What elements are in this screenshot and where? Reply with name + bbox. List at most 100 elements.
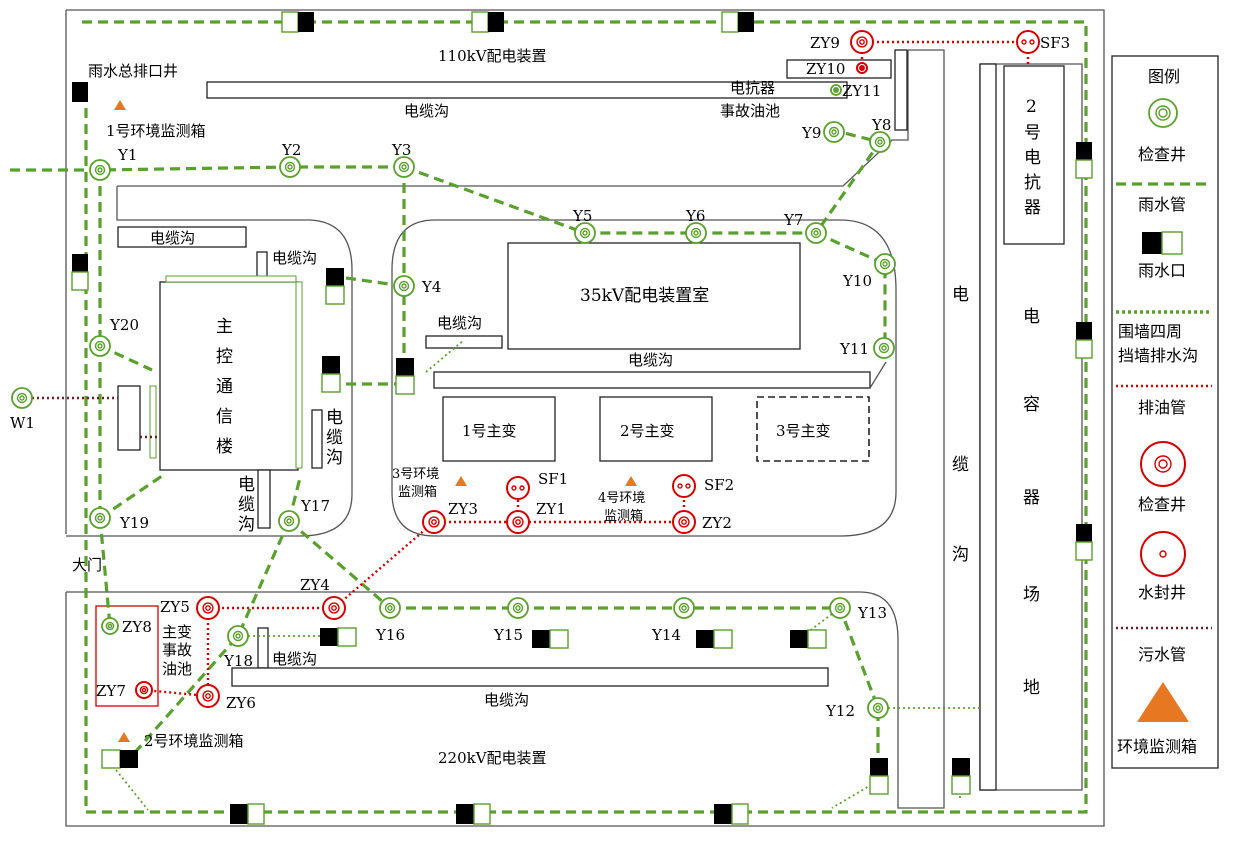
svg-text:雨水管: 雨水管 [1138, 195, 1186, 214]
svg-text:电: 电 [238, 475, 255, 495]
seal-well-label: SF3 [1040, 34, 1070, 52]
svg-text:2: 2 [1026, 97, 1037, 117]
oil-well-zy7: ZY7 [96, 681, 153, 700]
main-building-label-2: 控 [216, 347, 233, 367]
rain-inlets [71, 11, 1093, 825]
svg-text:缆: 缆 [326, 428, 343, 448]
oil-well-zy2: ZY2 [672, 510, 732, 534]
rain-well-label: Y13 [857, 604, 887, 622]
rain-well-y10: Y10 [842, 253, 896, 290]
rain-outlet-label: 雨水总排口井 [88, 62, 178, 80]
svg-text:抗: 抗 [1024, 173, 1041, 193]
svg-text:电: 电 [326, 408, 343, 428]
transformer-3 [756, 396, 870, 462]
rain-well-y6: Y6 [685, 207, 707, 244]
rain-well-label: Y14 [651, 626, 681, 644]
rain-well-y2: Y2 [279, 141, 301, 178]
rain-well-y3: Y3 [391, 141, 415, 178]
oil-well-label: ZY5 [160, 598, 190, 616]
cable-trench-top-label: 电缆沟 [404, 102, 449, 120]
rain-well-label: Y3 [391, 141, 411, 159]
svg-text:电: 电 [952, 285, 969, 305]
seal-well-label: SF2 [704, 476, 734, 494]
rain-well-y9: Y9 [801, 121, 845, 143]
svg-text:环境监测箱: 环境监测箱 [1117, 737, 1197, 756]
svg-text:围墙四周: 围墙四周 [1118, 322, 1182, 341]
rain-well-w1: W1 [10, 387, 35, 432]
legend: 图例 检查井 雨水管 雨水口 围墙四周 挡墙排水沟 排油管 检查井 水封井 污水… [1111, 55, 1219, 769]
environment-monitors: 1号环境监测箱 2号环境监测箱 3号环境 监测箱 4号环境 监测箱 [106, 100, 645, 750]
rain-well-label: Y10 [842, 272, 872, 290]
oil-well-label: ZY2 [702, 514, 732, 532]
transformer-2 [599, 396, 713, 462]
svg-text:事故: 事故 [162, 641, 192, 659]
main-building-label-3: 通 [216, 377, 233, 397]
oil-well-zy5: ZY5 [160, 596, 220, 620]
svg-text:器: 器 [1024, 198, 1041, 218]
rain-well-label: W1 [10, 414, 35, 432]
transformer-1 [442, 396, 556, 462]
cable-trench-label-6: 电缆沟 [484, 691, 529, 709]
rain-well-y8: Y8 [869, 116, 891, 153]
site-boundary [65, 9, 1105, 827]
rain-well-label: Y9 [801, 124, 821, 142]
rain-well-y1: Y1 [89, 146, 137, 181]
legend-oil-well-icon [1140, 441, 1186, 487]
svg-text:水封井: 水封井 [1138, 583, 1186, 602]
reactor-box [1003, 65, 1065, 245]
rain-well-label: Y20 [109, 316, 139, 334]
cable-trench-left-label: 电缆沟 [150, 229, 195, 247]
svg-text:油池: 油池 [162, 660, 192, 678]
oil-well-zy6: ZY6 [196, 684, 256, 712]
rain-well-y11: Y11 [839, 337, 895, 359]
monitor-4-icon [625, 476, 637, 486]
oil-well-zy4: ZY4 [300, 576, 346, 620]
rain-well-label: Y8 [871, 116, 891, 134]
svg-text:器: 器 [1023, 488, 1040, 508]
cable-trench-label-2: 电缆沟 [272, 249, 317, 267]
legend-rain-inlet-icon [1142, 231, 1183, 255]
rain-well-label: Y19 [119, 514, 149, 532]
oil-well-label: ZY10 [806, 60, 845, 78]
oil-well-zy3: ZY3 [422, 500, 478, 534]
svg-text:缆: 缆 [238, 495, 255, 515]
oil-well-label: ZY11 [842, 82, 881, 100]
monitor-2-label: 2号环境监测箱 [144, 732, 244, 750]
svg-text:场: 场 [1023, 585, 1040, 605]
svg-text:监测箱: 监测箱 [604, 508, 643, 524]
structures: 电缆沟 电缆沟 电缆沟 主 控 通 信 楼 电 缆 沟 电 缆 沟 电缆沟 35… [95, 49, 1065, 791]
oil-well-label: ZY9 [810, 34, 840, 52]
main-building-label-4: 信 [216, 407, 233, 427]
oil-well-label: ZY4 [300, 576, 330, 594]
rain-well-label: Y16 [375, 626, 405, 644]
rain-well-label: Y18 [223, 652, 253, 670]
legend-rain-well-icon [1148, 98, 1178, 128]
oil-well-label: ZY3 [448, 500, 478, 518]
svg-text:沟: 沟 [952, 545, 969, 565]
rain-well-label: Y2 [281, 141, 301, 159]
oil-well-label: ZY1 [536, 500, 566, 518]
cable-trench-label-3: 电缆沟 [437, 314, 482, 332]
rain-well-y13: Y13 [829, 597, 887, 622]
rain-well-y5: Y5 [572, 207, 596, 244]
monitor-1-icon [114, 100, 126, 110]
svg-text:电抗器: 电抗器 [730, 79, 775, 97]
monitor-1-label: 1号环境监测箱 [106, 122, 206, 140]
oil-well-label: ZY7 [96, 682, 126, 700]
rain-well-y16: Y16 [375, 597, 405, 644]
svg-text:污水管: 污水管 [1138, 645, 1186, 664]
rain-well-label: Y5 [572, 207, 592, 225]
rain-well-label: Y1 [117, 146, 137, 164]
rain-well-y20: Y20 [89, 316, 139, 357]
legend-seal-well-icon [1140, 531, 1186, 577]
transformer-1-label: 1号主变 [462, 422, 517, 440]
room-35kv [507, 242, 801, 350]
room-35kv-label: 35kV配电装置室 [580, 286, 709, 306]
oil-well-zy10: ZY10 [806, 60, 868, 78]
svg-text:主变: 主变 [162, 623, 192, 641]
cable-trench-label-4: 电缆沟 [628, 351, 673, 369]
svg-text:排油管: 排油管 [1138, 398, 1186, 417]
svg-text:检查井: 检查井 [1138, 145, 1186, 164]
svg-text:检查井: 检查井 [1138, 495, 1186, 514]
